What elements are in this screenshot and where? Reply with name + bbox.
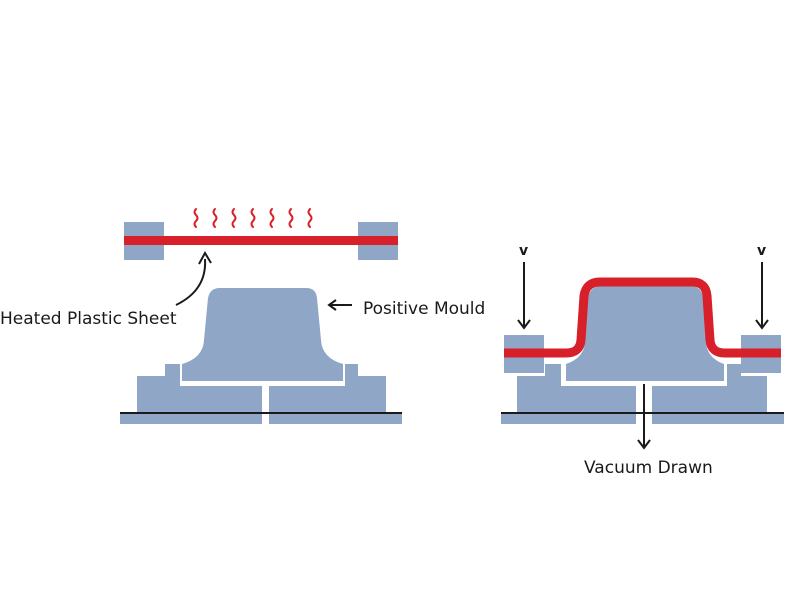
heat-wave	[288, 208, 294, 228]
vacuum-drawn-arrowhead	[637, 439, 651, 450]
heat-wave	[212, 208, 218, 228]
label-positive-mould: Positive Mould	[363, 299, 485, 319]
right-positive-mould	[566, 286, 724, 381]
right-assembly: v v Vacuum Drawn	[501, 243, 784, 478]
v-arrowhead-right	[755, 319, 769, 330]
positive-mould	[182, 288, 343, 381]
heat-wave	[231, 208, 237, 228]
heated-plastic-sheet	[124, 236, 398, 245]
sheet-pointer-arrow	[175, 258, 207, 306]
heat-wave	[250, 208, 256, 228]
label-heated-plastic-sheet: Heated Plastic Sheet	[0, 309, 177, 329]
heat-waves	[193, 208, 313, 228]
v-arrowhead-left	[517, 319, 531, 330]
left-base-left	[120, 364, 262, 424]
right-base-right	[652, 364, 784, 424]
right-base-left	[501, 364, 636, 424]
left-base-right	[269, 364, 402, 424]
mould-pointer-arrowhead	[327, 299, 337, 311]
sheet-pointer-arrowhead	[198, 250, 212, 265]
heat-wave	[193, 208, 199, 228]
formed-plastic-sheet	[504, 277, 781, 358]
left-assembly: Heated Plastic Sheet Positive Mould	[0, 208, 485, 424]
label-v-right: v	[757, 243, 766, 259]
heat-wave	[269, 208, 275, 228]
label-v-left: v	[519, 243, 528, 259]
heat-wave	[307, 208, 313, 228]
label-vacuum-drawn: Vacuum Drawn	[584, 458, 713, 478]
